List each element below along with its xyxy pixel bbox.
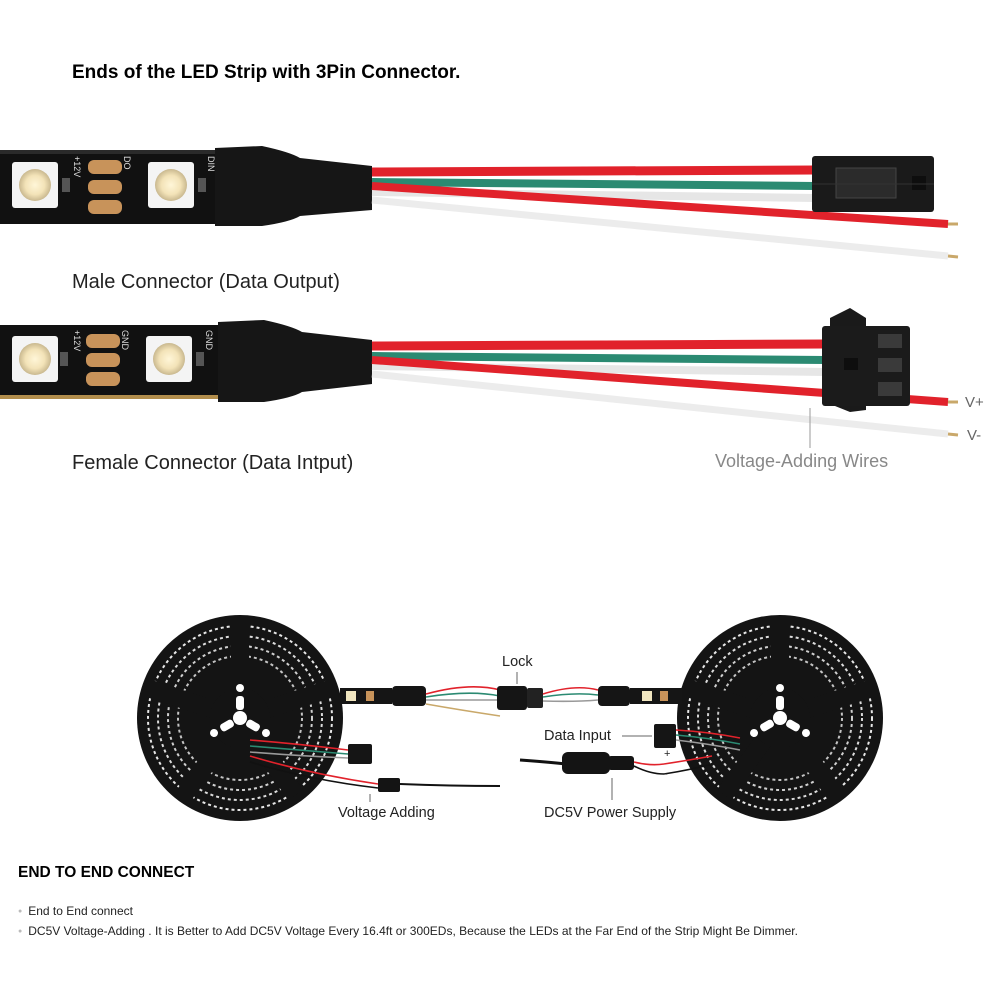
solder-pad [86, 334, 120, 348]
lock-label: Lock [502, 654, 533, 670]
dc-plug [562, 752, 610, 774]
wire-red-loose [371, 182, 949, 228]
data-input-connector [654, 724, 676, 748]
solder-pad [88, 200, 122, 214]
female-strip-assembly [0, 308, 959, 448]
lock-female-connector [527, 688, 543, 708]
pad-label: GND [204, 330, 214, 350]
heat-shrink [218, 320, 372, 402]
solder-pad [86, 372, 120, 386]
v-plus-label: V+ [965, 394, 984, 411]
lock-male-connector [497, 686, 527, 710]
right-reel [677, 615, 883, 821]
right-strip-tail [542, 686, 682, 706]
pad-label: GND [120, 330, 130, 350]
voltage-adding-plug [378, 778, 400, 792]
pad-label: +12V [72, 156, 82, 178]
voltage-adding-label: Voltage Adding [338, 805, 435, 821]
male-connector-caption: Male Connector (Data Output) [72, 271, 340, 293]
wire-red [371, 339, 826, 351]
wire-green [371, 178, 816, 190]
power-supply-label: DC5V Power Supply [544, 805, 677, 821]
pad-label: DIN [206, 156, 216, 172]
minus-sign: - [664, 768, 668, 780]
section-title: END TO END CONNECT [18, 864, 195, 881]
left-strip-tail [340, 686, 501, 717]
page-title: Ends of the LED Strip with 3Pin Connecto… [72, 62, 461, 83]
male-strip-assembly [0, 146, 959, 260]
pad-label: DO [122, 156, 132, 170]
pad-label: +12V [72, 330, 82, 352]
data-input-label: Data Input [544, 728, 611, 744]
plus-sign: + [664, 748, 671, 760]
solder-pad [88, 160, 122, 174]
heat-shrink [215, 146, 372, 226]
wire-red [371, 165, 816, 177]
left-reel [137, 615, 343, 821]
voltage-adding-connector [348, 744, 372, 764]
solder-pad [86, 353, 120, 367]
bullet-item: DC5V Voltage-Adding . It is Better to Ad… [18, 924, 798, 938]
female-connector-caption: Female Connector (Data Intput) [72, 452, 354, 474]
voltage-wires-caption: Voltage-Adding Wires [715, 451, 889, 471]
wire-white-loose [371, 196, 949, 260]
wire-white-loose [371, 370, 949, 438]
bullet-item: End to End connect [18, 904, 133, 918]
v-minus-label: V- [967, 427, 982, 444]
wire-green [371, 352, 826, 364]
solder-pad [88, 180, 122, 194]
